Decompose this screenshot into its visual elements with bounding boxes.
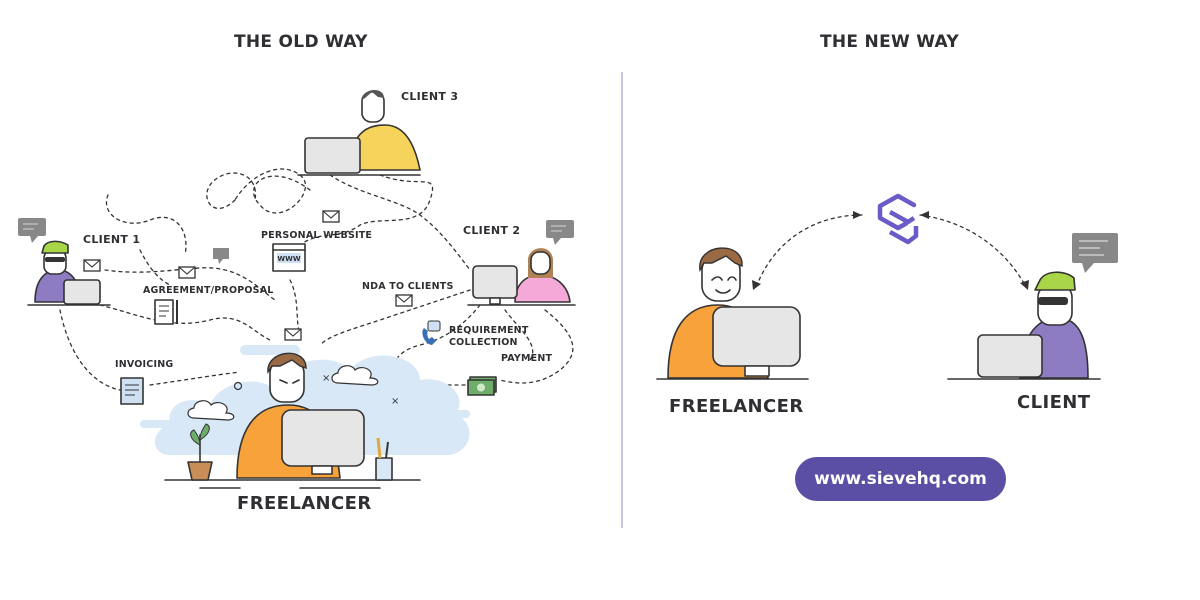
svg-text:×: × [391, 396, 399, 407]
envelope-icon [322, 210, 340, 223]
sieve-logo-icon [877, 193, 919, 245]
envelope-icon [284, 328, 302, 341]
client-3-label: CLIENT 3 [401, 90, 459, 103]
chat-bubble-icon [213, 248, 229, 264]
client-3-figure [297, 89, 421, 176]
old-way-title: THE OLD WAY [234, 32, 368, 52]
freelancer-new-figure [656, 247, 809, 380]
envelope-icon [178, 266, 196, 279]
personal-website-label: PERSONAL WEBSITE [261, 230, 373, 241]
payment-label: PAYMENT [501, 353, 553, 364]
new-way-title: THE NEW WAY [820, 32, 959, 52]
www-badge: WWW [277, 255, 300, 263]
client-2-figure [467, 220, 576, 306]
invoice-icon [120, 377, 144, 405]
client-1-label: CLIENT 1 [83, 233, 141, 246]
connection-arrow-right [919, 214, 1026, 286]
client-2-label: CLIENT 2 [463, 224, 521, 237]
freelancer-new-label: FREELANCER [669, 396, 804, 417]
envelope-icon [83, 259, 101, 272]
agreement-proposal-label: AGREEMENT/PROPOSAL [143, 285, 274, 296]
requirement-line: REQUIREMENT [449, 325, 529, 336]
connection-arrow-left [756, 214, 863, 286]
website-url-button[interactable]: www.sievehq.com [795, 457, 1006, 501]
cloud-background [140, 345, 470, 455]
cloud-icon [331, 365, 379, 386]
freelancer-old-figure [164, 352, 421, 489]
website-icon: WWW [272, 243, 306, 272]
envelope-icon [395, 294, 413, 307]
nda-label: NDA TO CLIENTS [362, 281, 454, 292]
client-1-figure [18, 218, 111, 306]
requirement-collection-label: REQUIREMENT COLLECTION [449, 325, 529, 349]
client-new-figure [947, 233, 1118, 380]
client-new-label: CLIENT [1017, 392, 1091, 413]
invoicing-label: INVOICING [115, 359, 174, 370]
collection-line: COLLECTION [449, 337, 518, 348]
cloud-icon [187, 400, 235, 421]
phone-icon [422, 320, 441, 345]
document-icon [154, 299, 178, 325]
freelancer-old-label: FREELANCER [237, 493, 372, 514]
svg-text:×: × [322, 373, 330, 384]
money-icon [467, 376, 497, 396]
